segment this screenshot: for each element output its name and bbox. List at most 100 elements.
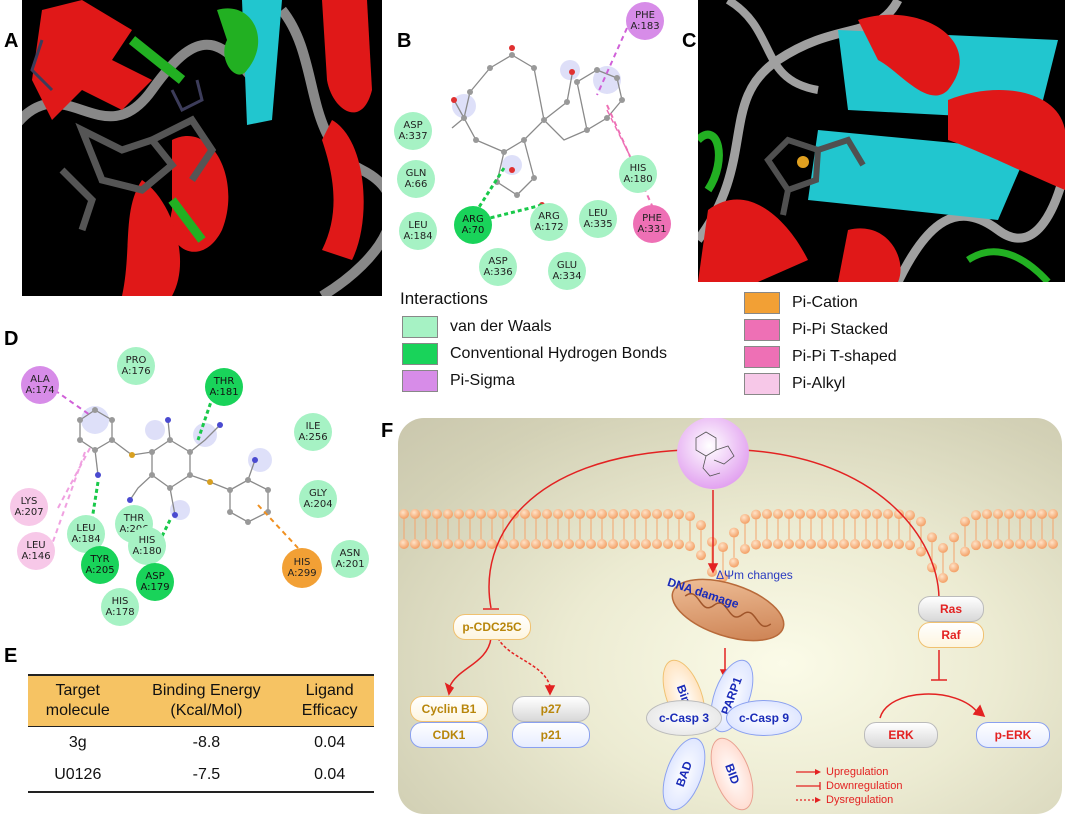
- lipid-bead: [806, 509, 816, 519]
- lipid-bead: [443, 509, 453, 519]
- lipid-bead: [718, 572, 728, 583]
- legend-item-pitshaped: Pi-Pi T-shaped: [744, 346, 897, 368]
- lipid-bead: [674, 509, 684, 520]
- lipid-bead: [883, 509, 893, 520]
- lipid-bead: [993, 509, 1003, 520]
- lipid-bead: [850, 509, 860, 519]
- lipid-bead: [641, 539, 651, 549]
- legend-swatch-vdw: [402, 316, 438, 338]
- lipid-bead: [531, 539, 541, 549]
- lipid-bead: [740, 513, 750, 524]
- legend-item-pialkyl: Pi-Alkyl: [744, 373, 845, 395]
- legend-swatch-pisigma: [402, 370, 438, 392]
- legend-swatch-pialkyl: [744, 373, 780, 395]
- lipid-bead: [498, 509, 508, 519]
- lipid-bead: [773, 509, 783, 520]
- key-downregulation: Downregulation: [796, 780, 902, 792]
- legend-item-pisigma: Pi-Sigma: [402, 370, 515, 392]
- panel-label-b: B: [397, 30, 412, 52]
- lipid-bead: [410, 509, 420, 519]
- lipid-bead: [432, 509, 442, 519]
- lipid-bead: [872, 539, 882, 550]
- table-cell: U0126: [28, 759, 128, 793]
- lipid-bead: [542, 539, 552, 549]
- lipid-bead: [784, 539, 794, 549]
- lipid-bead: [1048, 539, 1058, 549]
- lipid-bead: [828, 509, 838, 519]
- key-dysregulation: Dysregulation: [796, 794, 893, 806]
- lipid-bead: [630, 509, 640, 519]
- lipid-bead: [652, 509, 662, 520]
- pathway-graphics: [399, 418, 1058, 719]
- node-erk: ERK: [864, 722, 938, 748]
- lipid-bead: [685, 511, 695, 522]
- panel-label-c: C: [682, 30, 697, 52]
- legend-item-hbond: Conventional Hydrogen Bonds: [402, 343, 667, 365]
- lipid-bead: [861, 509, 871, 519]
- lipid-bead: [894, 539, 904, 550]
- lipid-bead: [476, 509, 486, 519]
- inhibition-icon: [796, 782, 821, 790]
- lipid-bead: [1026, 539, 1036, 549]
- lipid-bead: [520, 509, 530, 519]
- lipid-bead: [850, 539, 860, 549]
- lipid-bead: [707, 536, 717, 547]
- lipid-bead: [773, 539, 783, 550]
- table-cell: -7.5: [127, 759, 286, 793]
- lipid-bead: [575, 509, 585, 519]
- node-c-casp9: c-Casp 9: [726, 700, 802, 736]
- lipid-bead: [751, 509, 761, 520]
- lipid-bead: [553, 509, 563, 519]
- lipid-bead: [597, 539, 607, 549]
- lipid-bead: [971, 540, 981, 551]
- lipid-bead: [1037, 509, 1047, 519]
- lipid-bead: [443, 539, 453, 549]
- lipid-bead: [762, 509, 772, 520]
- panel-label-f: F: [381, 420, 394, 442]
- lipid-bead: [553, 539, 563, 549]
- node-c-casp3: c-Casp 3: [646, 700, 722, 736]
- lipid-bead: [839, 539, 849, 549]
- key-upregulation: Upregulation: [796, 766, 888, 778]
- lipid-bead: [740, 543, 750, 554]
- lipid-bead: [938, 573, 948, 583]
- lipid-bead: [729, 527, 739, 538]
- lipid-bead: [1037, 539, 1047, 549]
- lipid-bead: [520, 539, 530, 549]
- table-cell: 0.04: [314, 734, 346, 751]
- lipid-bead: [619, 539, 629, 549]
- lipid-bead: [696, 520, 706, 531]
- legend-item-pistacked: Pi-Pi Stacked: [744, 319, 888, 341]
- lipid-bead: [1015, 509, 1025, 519]
- legend-swatch-pication: [744, 292, 780, 314]
- lipid-bead: [1004, 509, 1014, 520]
- interaction-diagram-d: [39, 379, 299, 566]
- delta-psi-label: ΔΨm changes: [716, 568, 793, 582]
- lipid-bead: [894, 509, 904, 520]
- lipid-bead: [795, 539, 805, 549]
- lipid-bead: [993, 539, 1003, 550]
- lipid-bead: [1015, 539, 1025, 549]
- legend-swatch-pitshaped: [744, 346, 780, 368]
- lipid-bead: [498, 539, 508, 549]
- lipid-bead: [883, 539, 893, 550]
- lipid-bead: [872, 509, 882, 520]
- lipid-bead: [531, 509, 541, 519]
- arrow-icon: [796, 769, 821, 775]
